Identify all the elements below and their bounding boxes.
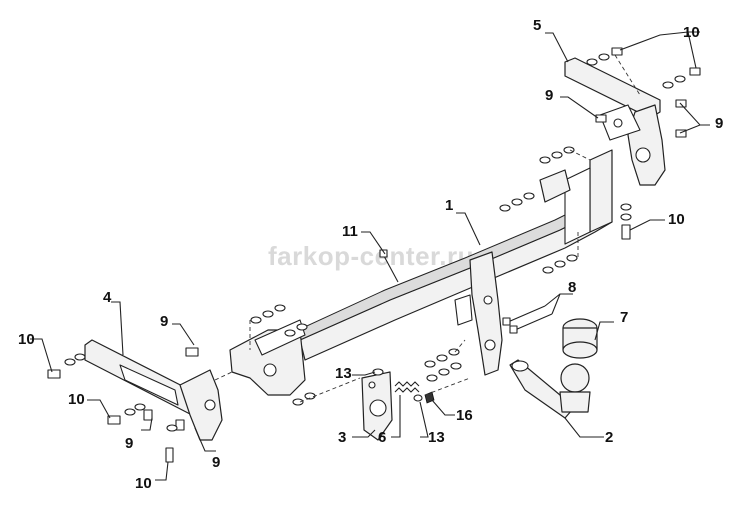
side-arm-right-part-5 bbox=[564, 57, 666, 186]
ball-cover-part-7 bbox=[562, 318, 598, 359]
assembly-guide-lines bbox=[214, 54, 641, 403]
crossbar-right-bracket bbox=[539, 169, 571, 203]
callout-9-a: 9 bbox=[160, 313, 168, 330]
nut-stack-right bbox=[499, 146, 578, 274]
callout-7: 7 bbox=[620, 309, 628, 326]
callout-13-b: 13 bbox=[428, 429, 445, 446]
crossbar-receiver-plate bbox=[454, 251, 503, 376]
nut-stack-right-arm bbox=[586, 47, 701, 240]
crossbar-left-bracket bbox=[229, 319, 306, 396]
callout-11: 11 bbox=[342, 223, 358, 240]
callout-4: 4 bbox=[103, 289, 112, 306]
callout-labels: 1 2 3 4 5 6 7 8 9 9 9 9 9 10 10 10 10 10… bbox=[18, 17, 723, 492]
callout-3: 3 bbox=[338, 429, 346, 446]
callout-10-a: 10 bbox=[18, 331, 35, 348]
socket-fasteners bbox=[372, 368, 435, 404]
tow-ball-part-2 bbox=[509, 359, 591, 419]
bolts-and-nuts bbox=[47, 47, 701, 463]
callout-9-b: 9 bbox=[545, 87, 553, 104]
callout-10-e: 10 bbox=[668, 211, 685, 228]
callout-13-a: 13 bbox=[335, 365, 352, 382]
nut-stack-center bbox=[424, 348, 462, 382]
callout-10-b: 10 bbox=[68, 391, 85, 408]
callout-10-d: 10 bbox=[683, 24, 700, 41]
nut-stack-left bbox=[250, 304, 316, 406]
crossbar-part-1 bbox=[297, 149, 613, 361]
watermark-text: farkop-center.ru bbox=[268, 241, 474, 271]
callout-2: 2 bbox=[605, 429, 613, 446]
callout-5: 5 bbox=[533, 17, 541, 34]
spring-part-6 bbox=[394, 381, 420, 393]
nut-stack-left-arm bbox=[47, 347, 199, 463]
callout-8: 8 bbox=[568, 279, 576, 296]
callout-10-c: 10 bbox=[135, 475, 152, 492]
callout-9-e: 9 bbox=[212, 454, 220, 471]
callout-9-d: 9 bbox=[125, 435, 133, 452]
callout-16: 16 bbox=[456, 407, 473, 424]
callout-6: 6 bbox=[378, 429, 386, 446]
callout-9-c: 9 bbox=[715, 115, 723, 132]
socket-plate-part-3 bbox=[361, 371, 393, 441]
side-arm-left-part-4 bbox=[84, 339, 223, 441]
callout-1: 1 bbox=[445, 197, 453, 214]
callout-leaders bbox=[30, 31, 710, 481]
